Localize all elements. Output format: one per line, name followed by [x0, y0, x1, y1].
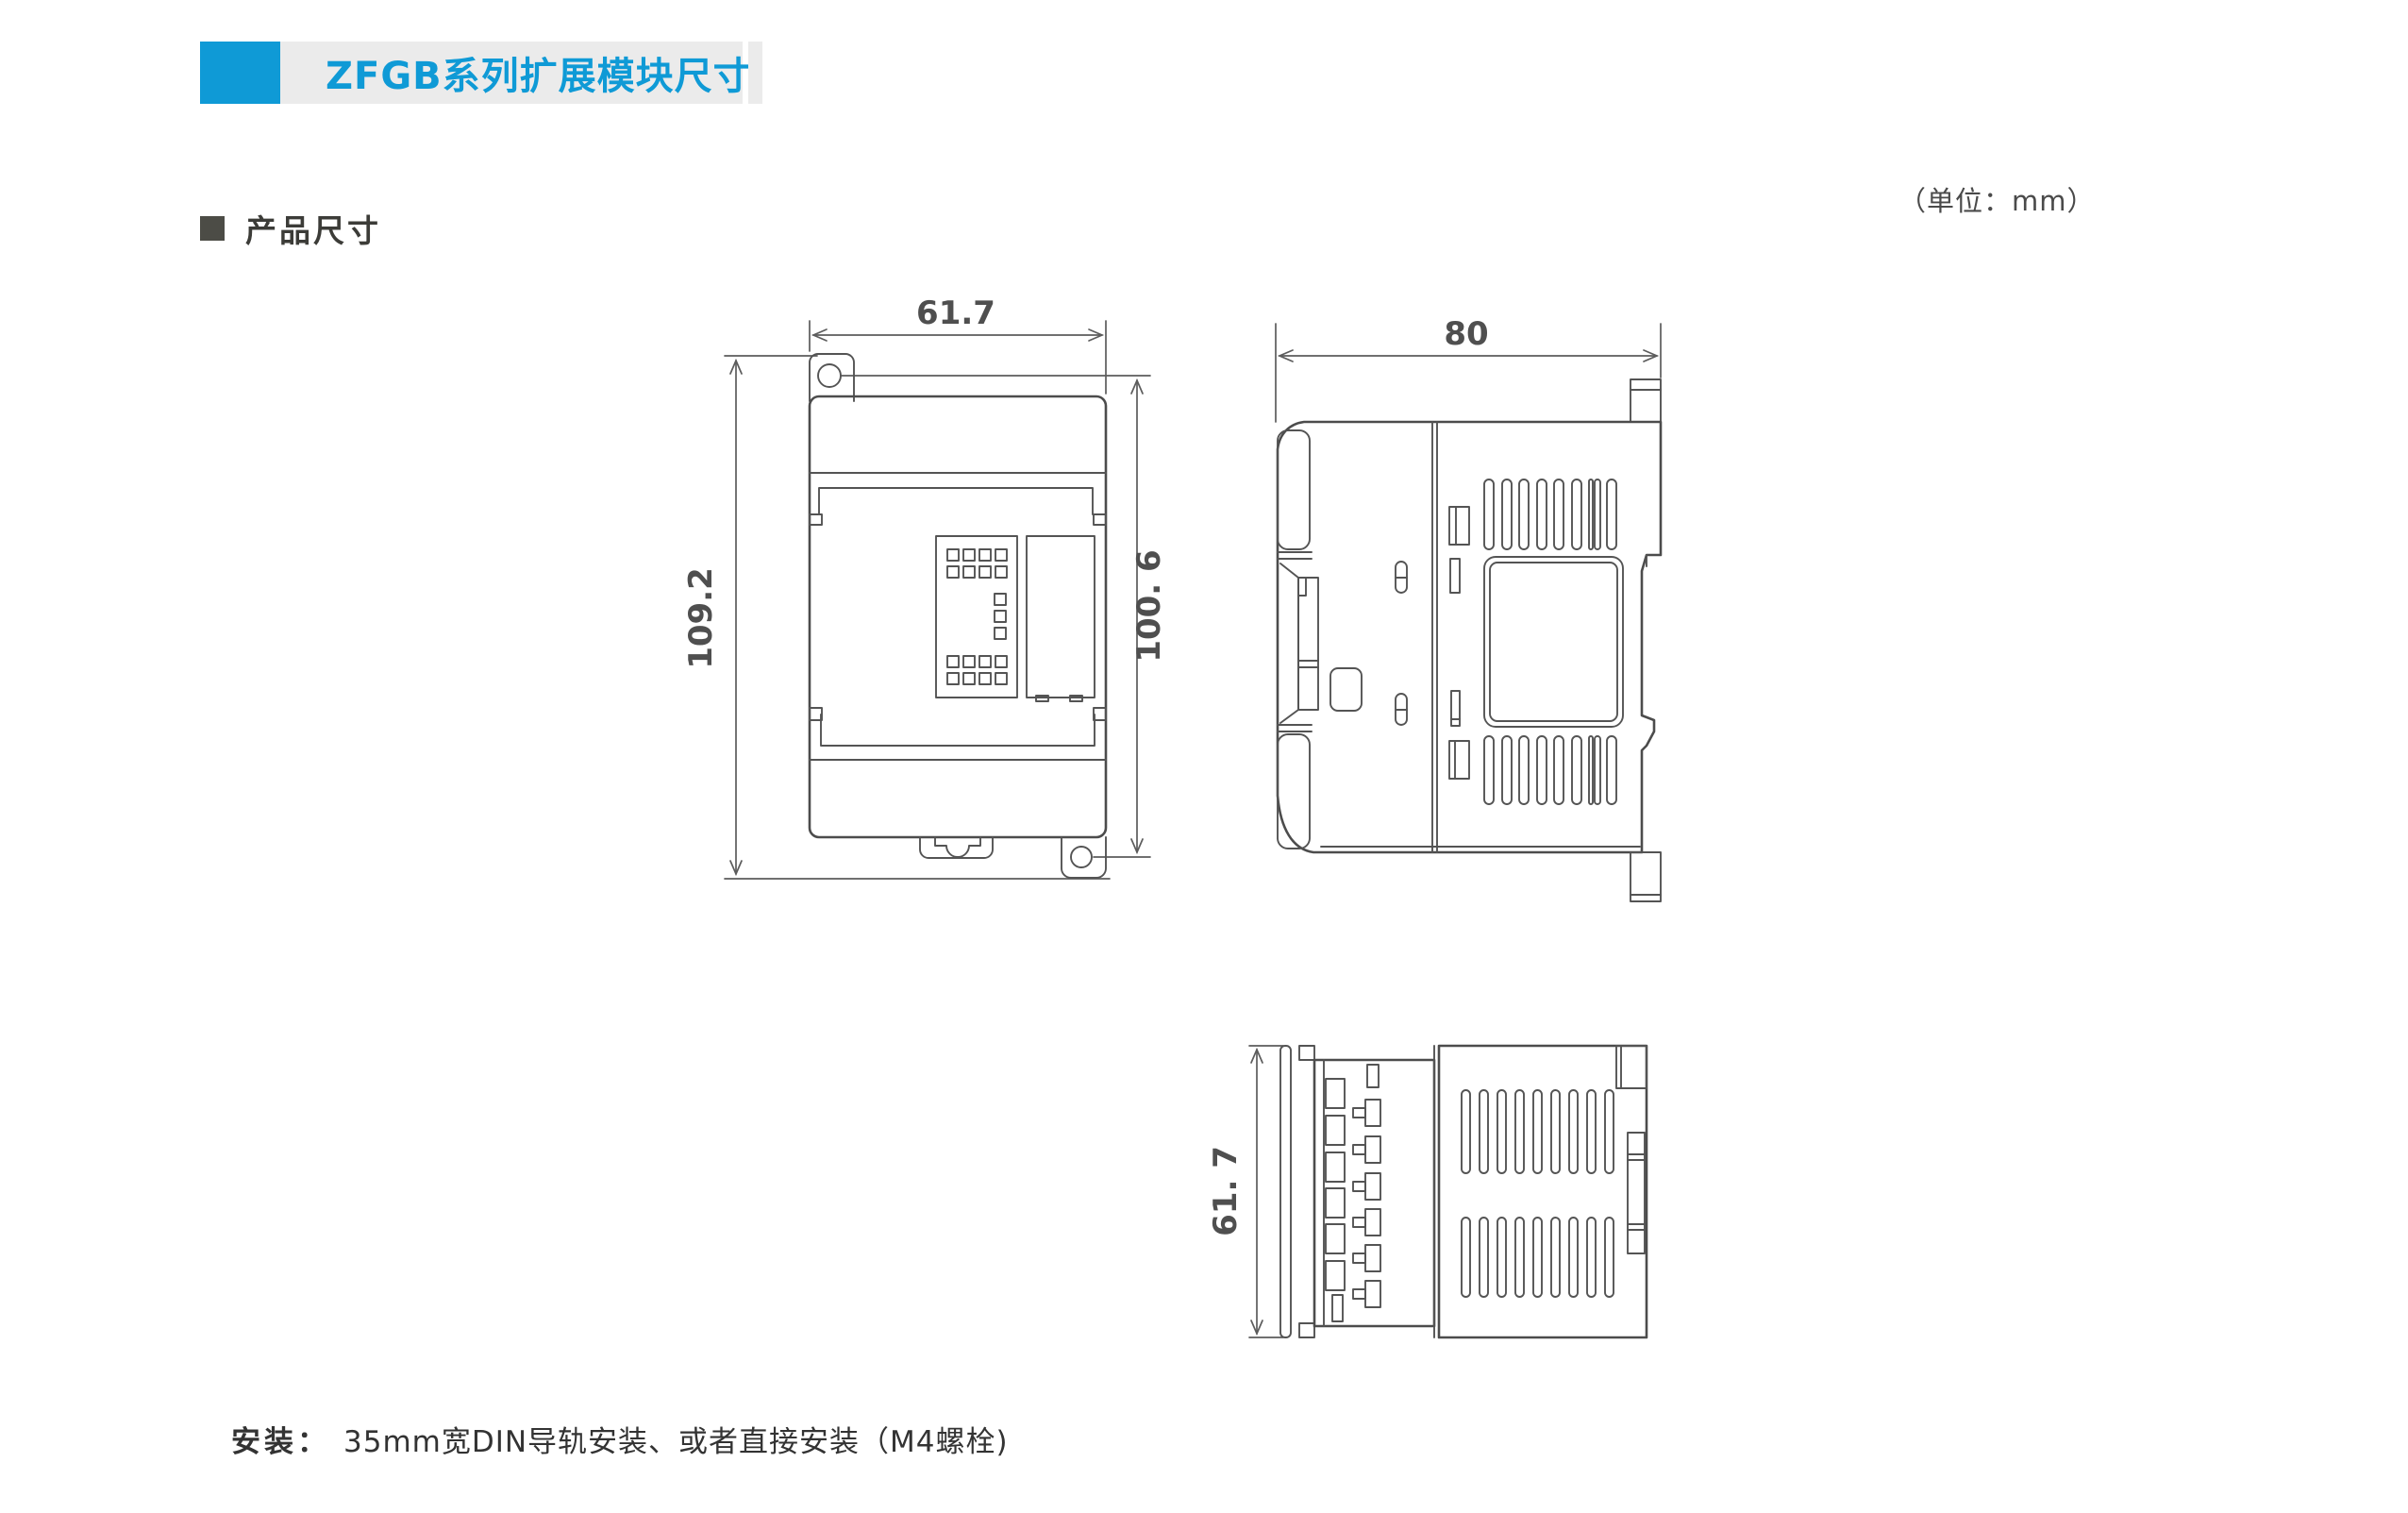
unit-note: （单位：mm） — [1898, 185, 2096, 217]
header-banner: ZFGB系列扩展模块尺寸 — [280, 42, 751, 104]
footer-note-label: 安装： — [231, 1425, 330, 1459]
footer-note-text: 35mm宽DIN导轨安装、或者直接安装（M4螺栓) — [343, 1425, 1009, 1459]
bottom-view-outline — [1279, 1044, 1648, 1339]
front-width-label: 61.7 — [916, 294, 995, 332]
front-height-label: 109.2 — [682, 567, 720, 669]
section-title: 产品尺寸 — [245, 212, 381, 249]
side-depth-label: 80 — [1444, 315, 1488, 353]
side-view-window — [1483, 556, 1624, 728]
side-view-upper-vents — [1483, 479, 1617, 550]
front-view-dimensions: 61.7 109.2 100. 6 — [682, 294, 1168, 880]
side-view-outline — [1276, 378, 1663, 902]
section-header: 产品尺寸 — [200, 206, 381, 251]
bottom-view-drawing: 61. 7 — [1208, 1044, 1648, 1339]
side-view-drawing: 80 — [1275, 315, 1663, 902]
bottom-view-lower-vents — [1461, 1217, 1614, 1298]
footer-note: 安装： 35mm宽DIN导轨安装、或者直接安装（M4螺栓) — [231, 1418, 1009, 1460]
front-view-drawing: 61.7 109.2 100. 6 — [682, 294, 1168, 880]
front-inner-height-label: 100. 6 — [1130, 549, 1168, 662]
side-view-dimensions: 80 — [1275, 315, 1662, 423]
bottom-view-terminals — [1325, 1064, 1381, 1322]
front-view-dip-switches — [946, 548, 1008, 685]
side-view-lower-vents — [1483, 735, 1617, 805]
bottom-width-label: 61. 7 — [1208, 1146, 1245, 1236]
header-accent-square — [200, 42, 280, 104]
header: ZFGB系列扩展模块尺寸 — [0, 0, 2408, 123]
bottom-view-dimensions: 61. 7 — [1208, 1045, 1284, 1338]
section-marker-icon — [200, 216, 225, 241]
front-view-outline — [808, 353, 1108, 879]
header-banner-strip — [748, 42, 762, 104]
page-title: ZFGB系列扩展模块尺寸 — [326, 55, 752, 98]
bottom-view-upper-vents — [1461, 1089, 1614, 1174]
